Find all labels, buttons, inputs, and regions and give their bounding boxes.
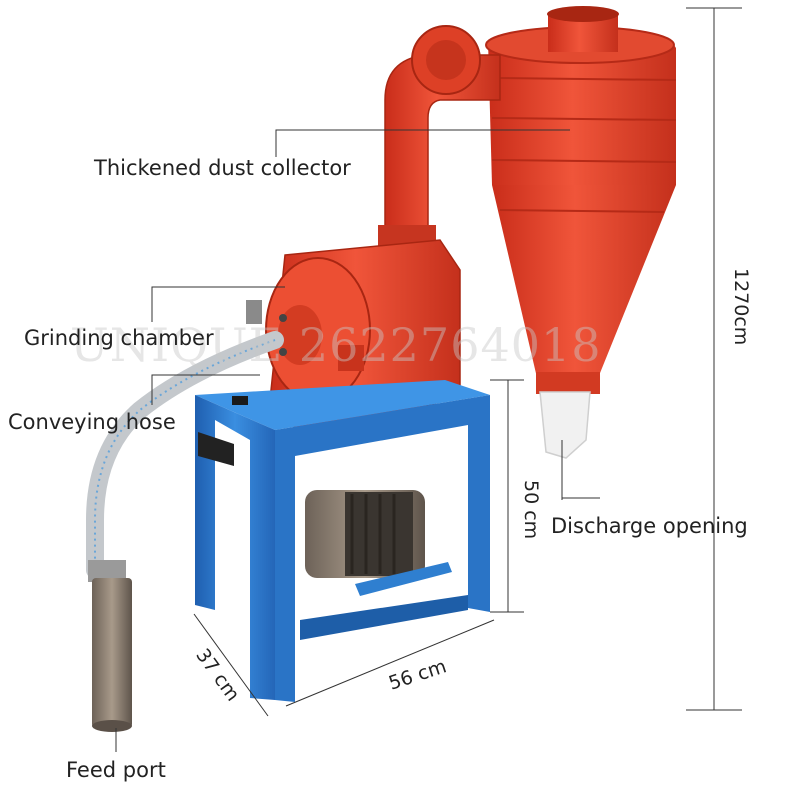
- label-grinding-chamber: Grinding chamber: [24, 326, 214, 350]
- label-feed-port: Feed port: [66, 758, 166, 782]
- label-discharge-opening: Discharge opening: [551, 514, 748, 538]
- motor: [305, 490, 452, 596]
- dimension-height: 1270cm: [730, 268, 752, 346]
- dimension-stand-height: 50 cm: [520, 480, 542, 540]
- label-dust-collector: Thickened dust collector: [94, 156, 351, 180]
- conveying-hose: [86, 331, 284, 579]
- feed-port-tube: [88, 560, 132, 732]
- watermark: UNIQUE 2622764018: [70, 318, 602, 372]
- discharge-bag: [539, 391, 591, 459]
- machine-stand: [195, 380, 490, 702]
- dust-collector: [485, 6, 677, 394]
- leader-lines: [115, 129, 600, 752]
- label-conveying-hose: Conveying hose: [8, 410, 176, 434]
- dimension-lines: [193, 7, 742, 717]
- duct-pipe: [378, 25, 501, 251]
